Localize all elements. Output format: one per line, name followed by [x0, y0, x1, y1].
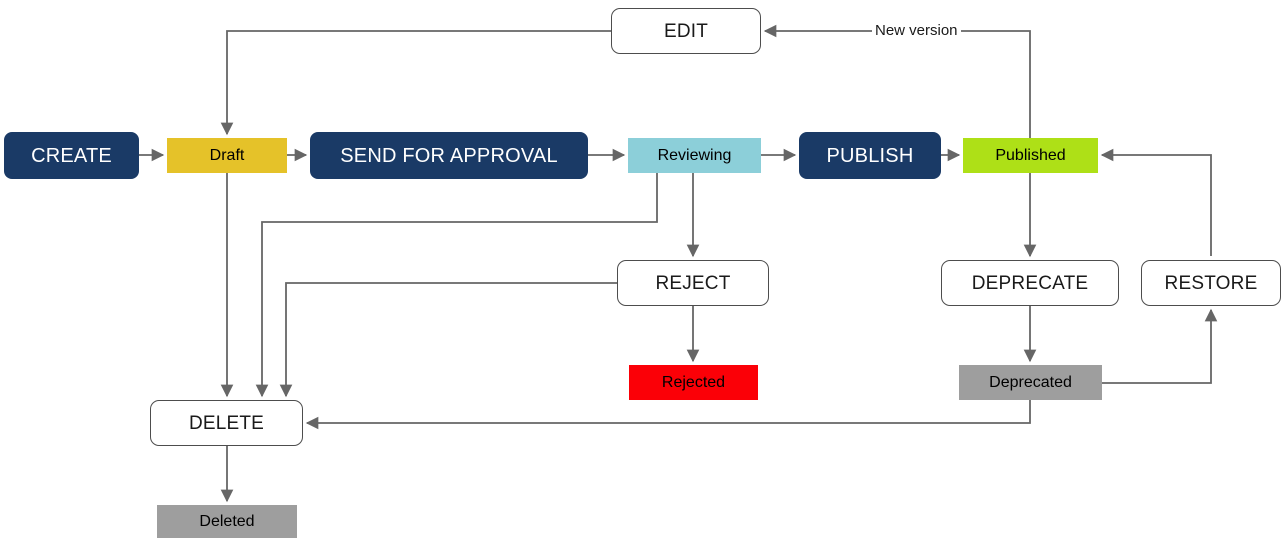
edge-label-new-version: New version	[872, 22, 961, 39]
node-restore[interactable]: RESTORE	[1141, 260, 1281, 306]
edge-published-to-edit	[763, 24, 1031, 138]
node-publish[interactable]: PUBLISH	[799, 132, 941, 179]
node-rejected[interactable]: Rejected	[629, 365, 758, 400]
node-delete[interactable]: DELETE	[150, 400, 303, 446]
edge-deprecated-to-delete	[305, 400, 1031, 430]
node-reviewing[interactable]: Reviewing	[628, 138, 761, 173]
node-reject[interactable]: REJECT	[617, 260, 769, 306]
node-deprecated[interactable]: Deprecated	[959, 365, 1102, 400]
edge-deprecated-to-restore	[1102, 308, 1218, 384]
edge-edit-to-draft	[220, 30, 611, 136]
node-edit[interactable]: EDIT	[611, 8, 761, 54]
edge-reject-to-delete	[279, 282, 617, 398]
node-create[interactable]: CREATE	[4, 132, 139, 179]
node-send[interactable]: SEND FOR APPROVAL	[310, 132, 588, 179]
node-deprecate[interactable]: DEPRECATE	[941, 260, 1119, 306]
edge-reviewing-to-delete	[255, 173, 658, 398]
node-deleted[interactable]: Deleted	[157, 505, 297, 538]
node-draft[interactable]: Draft	[167, 138, 287, 173]
edge-restore-to-published	[1100, 148, 1212, 256]
node-published[interactable]: Published	[963, 138, 1098, 173]
